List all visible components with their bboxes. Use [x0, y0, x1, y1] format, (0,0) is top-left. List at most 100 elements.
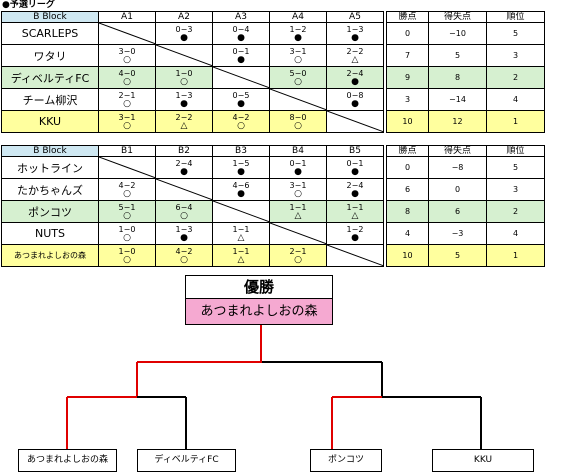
team-rank: 5 — [486, 22, 545, 45]
match-result-cell: 1−3● — [326, 22, 384, 45]
match-score: 1−0 — [175, 68, 193, 78]
match-score: 0−5 — [232, 90, 250, 100]
match-result-cell: 4−0○ — [98, 66, 156, 89]
result-mark-icon: △ — [351, 54, 359, 65]
match-score: 0−1 — [289, 158, 307, 168]
match-result-cell: 0−8● — [326, 88, 384, 111]
bracket-team-4: KKU — [432, 449, 534, 472]
self-match-cell — [326, 110, 384, 133]
result-mark-icon: △ — [237, 232, 245, 243]
match-score: 0−3 — [175, 24, 193, 34]
match-result-cell: 8−0○ — [269, 110, 327, 133]
match-score: 2−4 — [346, 68, 364, 78]
column-header-b3: B3 — [212, 145, 270, 157]
team-points: 10 — [386, 110, 429, 133]
match-score: 4−2 — [232, 112, 250, 122]
result-mark-icon: ○ — [180, 210, 188, 221]
result-mark-icon: ● — [351, 98, 359, 109]
team-rank: 5 — [486, 156, 545, 179]
match-result-cell: 2−4● — [326, 178, 384, 201]
match-result-cell: 5−0○ — [269, 66, 327, 89]
self-match-cell — [269, 222, 327, 245]
team-name: ディベルティFC — [1, 66, 99, 89]
match-result-cell: 1−2● — [326, 222, 384, 245]
match-result-cell: 2−2△ — [326, 44, 384, 67]
match-score: 0−8 — [346, 90, 364, 100]
team-goal-diff: 12 — [428, 110, 487, 133]
match-score: 8−0 — [289, 112, 307, 122]
team-name: ワタリ — [1, 44, 99, 67]
page-heading: ●予選リーグ — [2, 0, 55, 10]
result-mark-icon: ● — [351, 76, 359, 87]
team-rank: 2 — [486, 200, 545, 223]
result-mark-icon: ○ — [294, 54, 302, 65]
result-mark-icon: ○ — [294, 254, 302, 265]
result-mark-icon: ○ — [294, 120, 302, 131]
match-score: 1−0 — [118, 246, 136, 256]
team-rank: 2 — [486, 66, 545, 89]
match-score: 2−4 — [346, 180, 364, 190]
result-mark-icon: ● — [351, 166, 359, 177]
column-header-goal-diff: 得失点 — [428, 145, 487, 157]
match-score: 1−3 — [346, 24, 364, 34]
result-mark-icon: ○ — [123, 54, 131, 65]
match-score: 1−2 — [346, 224, 364, 234]
team-points: 0 — [386, 156, 429, 179]
match-result-cell: 2−2△ — [155, 110, 213, 133]
match-score: 2−2 — [346, 46, 364, 56]
team-rank: 1 — [486, 244, 545, 267]
match-score: 3−0 — [118, 46, 136, 56]
result-mark-icon: △ — [351, 210, 359, 221]
match-result-cell: 1−1△ — [212, 222, 270, 245]
match-result-cell: 1−5● — [212, 156, 270, 179]
match-score: 1−1 — [289, 202, 307, 212]
team-goal-diff: −3 — [428, 222, 487, 245]
match-score: 4−2 — [175, 246, 193, 256]
match-score: 1−1 — [232, 224, 250, 234]
team-goal-diff: 0 — [428, 178, 487, 201]
match-score: 1−2 — [289, 24, 307, 34]
bracket-team-3: ポンコツ — [310, 449, 382, 472]
result-mark-icon: ○ — [294, 76, 302, 87]
match-result-cell: 0−1● — [326, 156, 384, 179]
match-score: 1−5 — [232, 158, 250, 168]
match-result-cell: 3−0○ — [98, 44, 156, 67]
team-rank: 1 — [486, 110, 545, 133]
result-mark-icon: ○ — [180, 76, 188, 87]
result-mark-icon: ● — [180, 166, 188, 177]
match-result-cell: 1−0○ — [98, 244, 156, 267]
match-score: 2−1 — [118, 90, 136, 100]
match-result-cell: 0−5● — [212, 88, 270, 111]
match-score: 1−0 — [118, 224, 136, 234]
match-result-cell: 2−1○ — [269, 244, 327, 267]
team-points: 7 — [386, 44, 429, 67]
result-mark-icon: ● — [294, 166, 302, 177]
match-score: 5−0 — [289, 68, 307, 78]
bracket-team-1: あつまれよしおの森 — [18, 449, 117, 472]
result-mark-icon: ● — [351, 32, 359, 43]
match-result-cell: 1−0○ — [98, 222, 156, 245]
result-mark-icon: ● — [237, 54, 245, 65]
team-name: あつまれよしおの森 — [1, 244, 99, 267]
team-rank: 3 — [486, 178, 545, 201]
match-result-cell: 0−4● — [212, 22, 270, 45]
result-mark-icon: ● — [237, 166, 245, 177]
team-points: 0 — [386, 22, 429, 45]
result-mark-icon: ● — [237, 32, 245, 43]
match-result-cell: 1−1△ — [269, 200, 327, 223]
team-rank: 4 — [486, 88, 545, 111]
team-name: KKU — [1, 110, 99, 133]
self-match-cell — [98, 156, 156, 179]
team-name: ホットライン — [1, 156, 99, 179]
result-mark-icon: ○ — [123, 210, 131, 221]
result-mark-icon: △ — [294, 210, 302, 221]
result-mark-icon: ● — [180, 232, 188, 243]
result-mark-icon: △ — [237, 254, 245, 265]
result-mark-icon: ● — [351, 188, 359, 199]
match-result-cell: 1−1△ — [212, 244, 270, 267]
